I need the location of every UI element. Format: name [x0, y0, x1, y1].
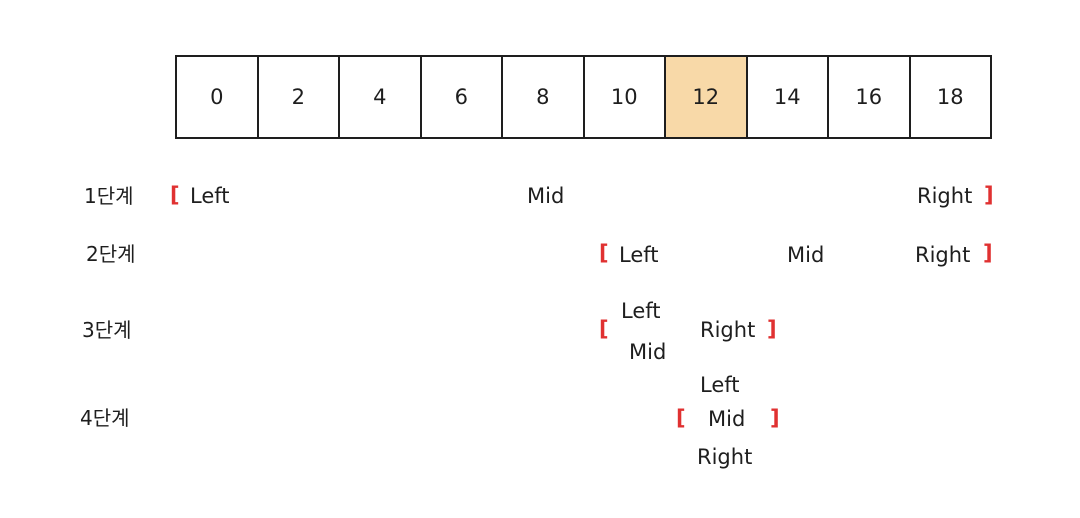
step-3-mid: Mid	[629, 340, 667, 364]
step-4-right: Right	[697, 445, 753, 469]
array-cell: 10	[585, 57, 666, 137]
step-4-open-bracket: [	[676, 406, 686, 430]
step-2-close-bracket: ]	[983, 241, 993, 265]
array-cell: 8	[503, 57, 585, 137]
array-cell: 6	[422, 57, 503, 137]
step-1-label: 1단계	[84, 184, 134, 208]
array-cell: 16	[829, 57, 911, 137]
step-2-mid: Mid	[787, 243, 825, 267]
step-1-open-bracket: [	[170, 183, 180, 207]
array-cell: 14	[748, 57, 829, 137]
array: 0 2 4 6 8 10 12 14 16 18	[175, 55, 992, 139]
array-cell-highlighted: 12	[666, 57, 748, 137]
step-4-label: 4단계	[80, 406, 130, 430]
step-3-open-bracket: [	[599, 317, 609, 341]
step-1-close-bracket: ]	[984, 183, 994, 207]
step-2-left: Left	[619, 243, 659, 267]
step-3-close-bracket: ]	[767, 317, 777, 341]
step-1-left: Left	[190, 184, 230, 208]
step-1-right: Right	[917, 184, 973, 208]
step-3-right: Right	[700, 318, 756, 342]
step-2-open-bracket: [	[599, 241, 609, 265]
array-cell: 0	[177, 57, 259, 137]
array-cell: 4	[340, 57, 422, 137]
array-cell: 2	[259, 57, 340, 137]
step-4-left: Left	[700, 373, 740, 397]
step-2-label: 2단계	[86, 242, 136, 266]
step-3-label: 3단계	[82, 318, 132, 342]
step-4-close-bracket: ]	[770, 406, 780, 430]
step-4-mid: Mid	[708, 407, 746, 431]
step-3-left: Left	[621, 299, 661, 323]
step-2-right: Right	[915, 243, 971, 267]
step-1-mid: Mid	[527, 184, 565, 208]
array-cell: 18	[936, 85, 964, 109]
